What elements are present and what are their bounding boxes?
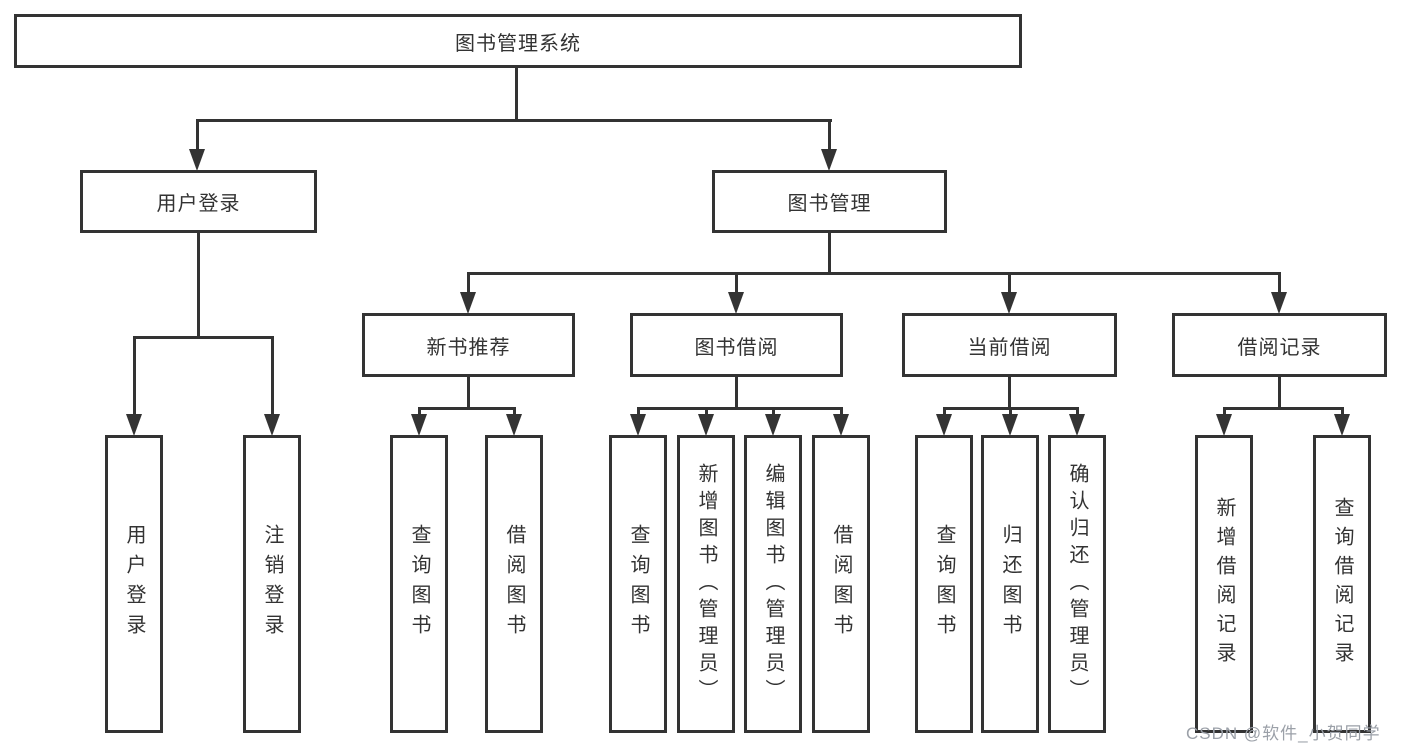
node-current-borrow: 当前借阅 [902, 313, 1117, 377]
connector-line [943, 407, 946, 419]
leaf-borrow-edit-books-admin: 编辑图书（管理员） [744, 435, 802, 733]
leaf-borrow-add-books-admin: 新增图书（管理员） [677, 435, 735, 733]
leaf-records-query-record: 查询借阅记录 [1313, 435, 1371, 733]
connector-line [1008, 272, 1011, 294]
node-root: 图书管理系统 [14, 14, 1022, 68]
connector-line [133, 336, 274, 339]
arrow-head-icon [698, 414, 714, 436]
arrow-head-icon [1334, 414, 1350, 436]
leaf-current-confirm-return-admin: 确认归还（管理员） [1048, 435, 1106, 733]
connector-line [1009, 407, 1012, 419]
arrow-head-icon [630, 414, 646, 436]
arrow-head-icon [1216, 414, 1232, 436]
connector-line [735, 376, 738, 410]
arrow-head-icon [1271, 292, 1287, 314]
leaf-borrow-query-books: 查询图书 [609, 435, 667, 733]
leaf-logout: 注销登录 [243, 435, 301, 733]
leaf-current-query-books: 查询图书 [915, 435, 973, 733]
arrow-head-icon [189, 149, 205, 171]
connector-line [271, 336, 274, 416]
connector-line [133, 336, 136, 416]
connector-line [515, 66, 518, 122]
connector-line [418, 407, 515, 410]
connector-line [637, 407, 640, 419]
connector-line [1278, 272, 1281, 294]
arrow-head-icon [264, 414, 280, 436]
connector-line [1076, 407, 1079, 419]
arrow-head-icon [833, 414, 849, 436]
connector-line [1223, 407, 1343, 410]
arrow-head-icon [821, 149, 837, 171]
connector-line [1008, 376, 1011, 410]
connector-line [1223, 407, 1226, 419]
connector-line [828, 119, 831, 152]
connector-line [467, 272, 470, 294]
arrow-head-icon [936, 414, 952, 436]
arrow-head-icon [411, 414, 427, 436]
arrow-head-icon [1001, 292, 1017, 314]
connector-line [828, 232, 831, 275]
connector-line [196, 119, 832, 122]
connector-line [705, 407, 708, 419]
connector-line [840, 407, 843, 419]
arrow-head-icon [460, 292, 476, 314]
node-borrow-records: 借阅记录 [1172, 313, 1387, 377]
connector-line [1278, 376, 1281, 410]
arrow-head-icon [728, 292, 744, 314]
leaf-newbooks-query-books: 查询图书 [390, 435, 448, 733]
node-book-borrow: 图书借阅 [630, 313, 843, 377]
arrow-head-icon [1069, 414, 1085, 436]
connector-line [637, 407, 842, 410]
leaf-borrow-borrow-books: 借阅图书 [812, 435, 870, 733]
arrow-head-icon [126, 414, 142, 436]
connector-line [418, 407, 421, 419]
leaf-current-return-books: 归还图书 [981, 435, 1039, 733]
leaf-newbooks-borrow-books: 借阅图书 [485, 435, 543, 733]
leaf-user-login: 用户登录 [105, 435, 163, 733]
node-user-login: 用户登录 [80, 170, 317, 233]
connector-line [467, 376, 470, 410]
leaf-records-add-record: 新增借阅记录 [1195, 435, 1253, 733]
connector-line [467, 272, 1281, 275]
arrow-head-icon [506, 414, 522, 436]
connector-line [513, 407, 516, 419]
node-book-management: 图书管理 [712, 170, 947, 233]
arrow-head-icon [1002, 414, 1018, 436]
watermark: CSDN @软件_小贺同学 [1186, 724, 1381, 743]
connector-line [735, 272, 738, 294]
connector-line [1341, 407, 1344, 419]
arrow-head-icon [765, 414, 781, 436]
connector-line [196, 119, 199, 152]
connector-line [197, 232, 200, 339]
node-new-book-recommend: 新书推荐 [362, 313, 575, 377]
connector-line [772, 407, 775, 419]
